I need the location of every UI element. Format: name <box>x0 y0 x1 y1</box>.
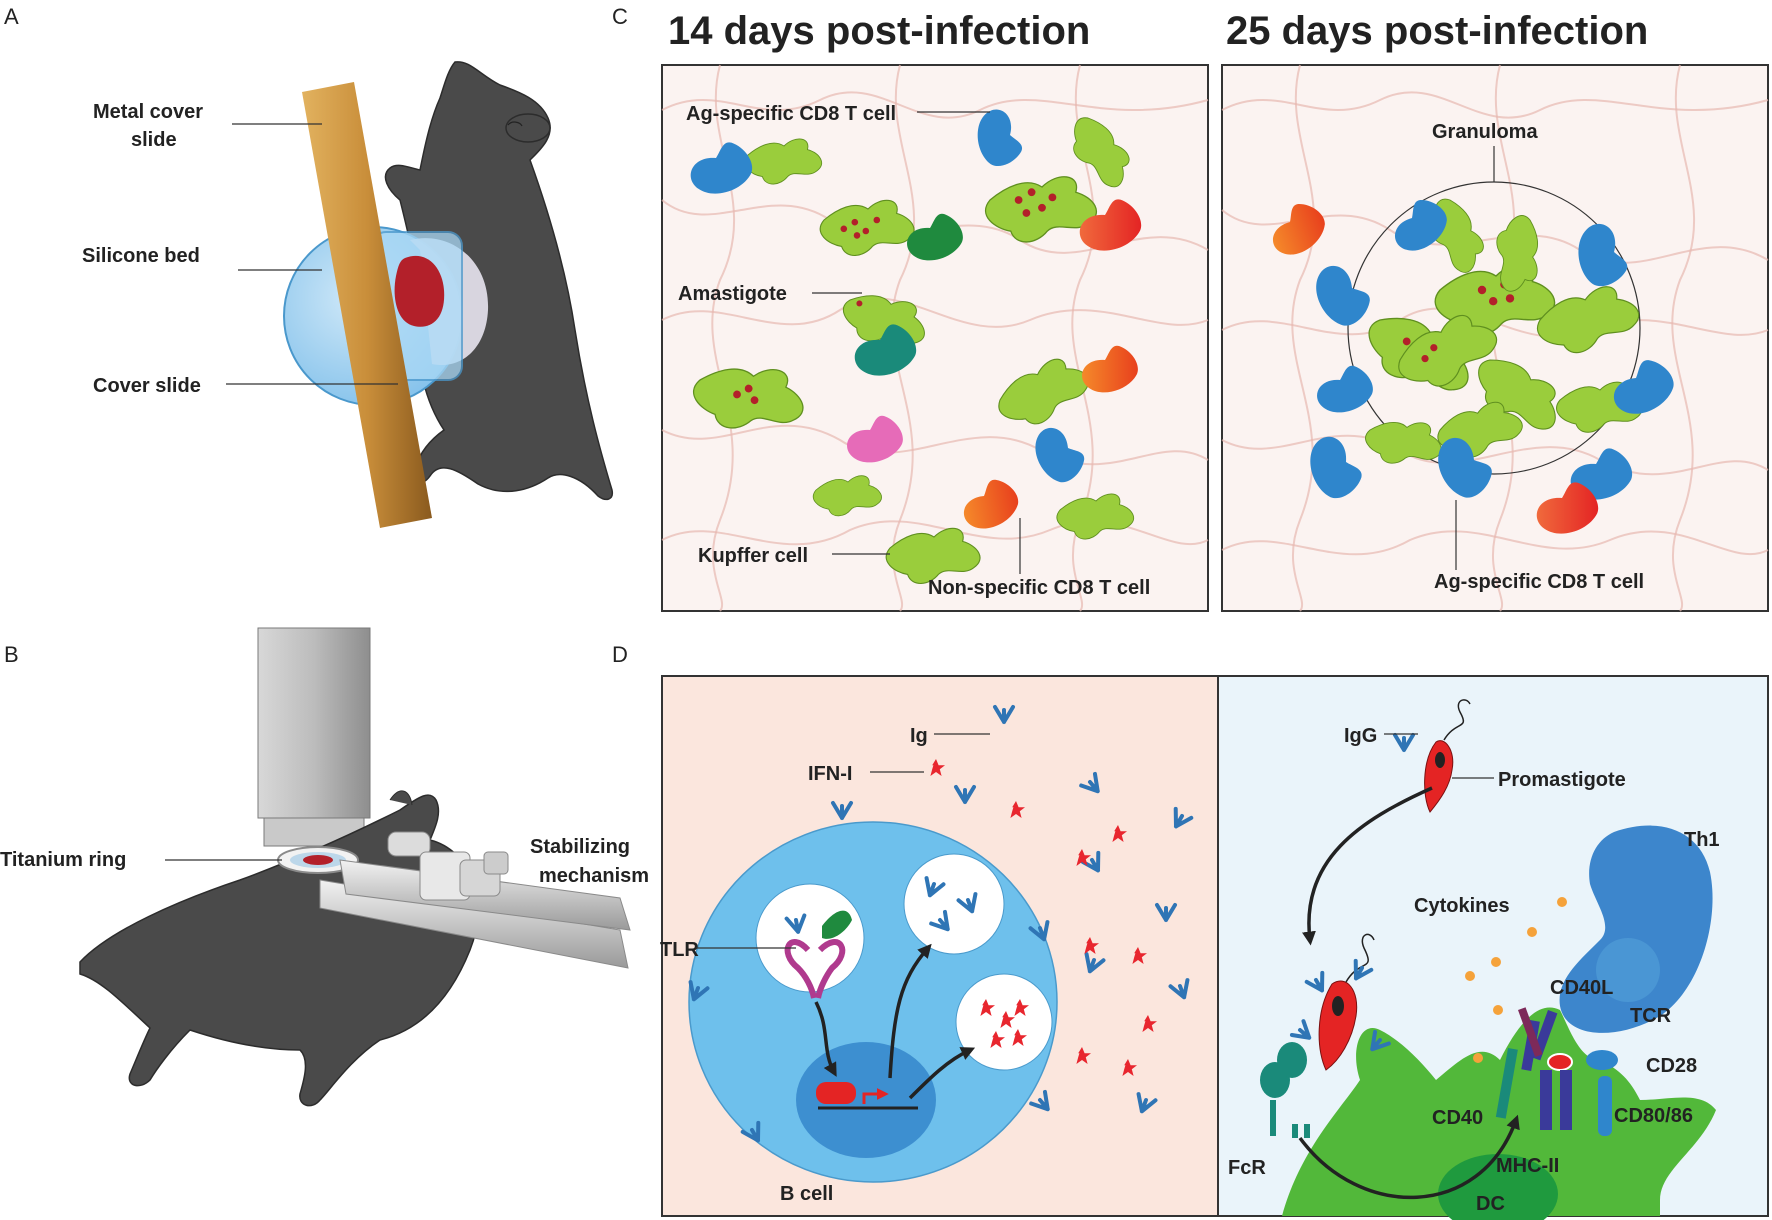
label-dc: DC <box>1476 1193 1505 1215</box>
label-stabilizing: Stabilizing <box>530 836 630 858</box>
label-non-specific: Non-specific CD8 T cell <box>928 577 1150 599</box>
panel-c-right <box>1221 64 1769 612</box>
label-silicone-bed: Silicone bed <box>82 245 200 267</box>
label-granuloma: Granuloma <box>1432 121 1538 143</box>
title-25-days: 25 days post-infection <box>1226 9 1648 53</box>
label-metal-cover-slide: Metal cover <box>93 101 203 123</box>
label-cd8086: CD80/86 <box>1614 1105 1693 1127</box>
b-cell-nucleus <box>796 1042 936 1158</box>
label-cover-slide: Cover slide <box>93 375 201 397</box>
label-ag-specific-left: Ag-specific CD8 T cell <box>686 103 896 125</box>
label-titanium-ring: Titanium ring <box>0 849 126 871</box>
label-cd40l: CD40L <box>1550 977 1613 999</box>
panel-b-illustration <box>79 627 631 1107</box>
label-mhc: MHC-II <box>1496 1155 1559 1177</box>
label-cd28: CD28 <box>1646 1055 1697 1077</box>
label-stabilizing-2: mechanism <box>539 865 649 887</box>
label-promastigote: Promastigote <box>1498 769 1626 791</box>
panel-c-left <box>661 64 1209 612</box>
label-tcr: TCR <box>1630 1005 1672 1027</box>
label-cytokines: Cytokines <box>1414 895 1510 917</box>
title-14-days: 14 days post-infection <box>668 9 1090 53</box>
label-cd40: CD40 <box>1432 1107 1483 1129</box>
label-metal-cover-slide-2: slide <box>131 129 177 151</box>
label-ig: Ig <box>910 725 928 747</box>
label-igg: IgG <box>1344 725 1377 747</box>
panel-a-letter: A <box>4 4 19 29</box>
panel-b-letter: B <box>4 642 19 667</box>
label-amastigote: Amastigote <box>678 283 787 305</box>
label-fcr: FcR <box>1228 1157 1266 1179</box>
label-ifn: IFN-I <box>808 763 852 785</box>
label-tlr: TLR <box>660 939 699 961</box>
th1-cell <box>1559 825 1713 1033</box>
label-bcell: B cell <box>780 1183 833 1205</box>
panel-d <box>661 675 1769 1220</box>
liver-tissue <box>394 255 445 327</box>
metal-cover-slide <box>302 82 432 528</box>
label-th1: Th1 <box>1684 829 1720 851</box>
panel-a-illustration <box>283 61 614 528</box>
panel-d-letter: D <box>612 642 628 667</box>
mouse-a <box>384 61 614 501</box>
label-kupffer: Kupffer cell <box>698 545 808 567</box>
panel-c-letter: C <box>612 4 628 29</box>
label-ag-specific-right: Ag-specific CD8 T cell <box>1434 571 1644 593</box>
